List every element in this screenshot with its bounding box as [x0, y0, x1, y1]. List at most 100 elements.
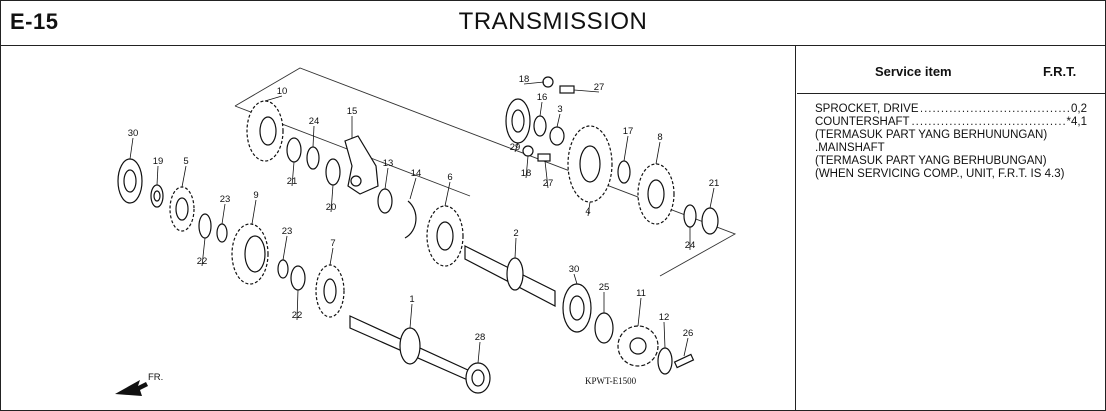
callout-label: 28: [475, 332, 486, 343]
callout-leader: [573, 89, 600, 93]
countershaft-2: [464, 245, 556, 307]
callout-label: 29: [510, 142, 521, 153]
callout-label: 23: [220, 194, 231, 205]
page-header: E-15 TRANSMISSION: [0, 0, 1106, 46]
service-note: (WHEN SERVICING COMP., UNIT, F.R.T. IS 4…: [815, 168, 1065, 180]
callout-label: 23: [282, 226, 293, 237]
gear-8: [637, 163, 675, 225]
callout-label: 8: [657, 132, 662, 143]
service-row-label: SPROCKET, DRIVE: [815, 103, 921, 115]
frt-heading: F.R.T.: [1043, 64, 1077, 79]
gear-7: [315, 264, 345, 318]
bearing-30-left: [117, 158, 143, 204]
service-row-value: *4,1: [1064, 116, 1087, 129]
gear-4: [567, 125, 613, 203]
service-note: (TERMASUK PART YANG BERHUNUNGAN): [815, 129, 1048, 141]
callout-label: 15: [347, 106, 358, 117]
callout-leader: [544, 160, 549, 189]
callout-leader: [129, 137, 134, 160]
service-row-label: COUNTERSHAFT: [815, 116, 912, 128]
callout-leader: [264, 95, 283, 102]
callout-label: 26: [683, 328, 694, 339]
callout-label: 7: [330, 238, 335, 249]
callout-leader: [514, 142, 519, 153]
callout-label: 16: [537, 92, 548, 103]
gear-5: [169, 186, 195, 232]
callout-leader: [683, 337, 689, 357]
nut-18-b: [522, 145, 534, 157]
callout-label: 12: [659, 312, 670, 323]
callout-leader: [709, 187, 715, 209]
callout-label: 25: [599, 282, 610, 293]
callout-label: 21: [287, 176, 298, 187]
collar-13: [377, 188, 393, 214]
service-body: ........................................…: [815, 103, 1087, 181]
callout-leader: [514, 237, 517, 259]
plate-12: [657, 347, 673, 375]
callout-leader: [663, 321, 666, 349]
callout-leader: [251, 199, 257, 225]
callout-label: 11: [636, 288, 646, 299]
diagram-part-number: KPWT-E1500: [585, 376, 637, 386]
collar-24-a: [306, 146, 320, 170]
callout-leader: [409, 177, 417, 200]
callout-label: 14: [411, 168, 422, 179]
washer-21-b: [701, 207, 719, 235]
bearing-29: [505, 98, 531, 144]
callout-leader: [181, 165, 187, 188]
callout-label: 19: [153, 156, 164, 167]
service-row-value: 0,2: [1069, 103, 1087, 116]
bushing-3: [549, 126, 565, 146]
callout-label: 17: [623, 126, 634, 137]
callout-leader: [477, 341, 481, 364]
callout-label: 2: [513, 228, 518, 239]
nut-18-a: [542, 76, 554, 88]
service-note: .MAINSHAFT: [815, 142, 885, 154]
callout-leader: [291, 161, 295, 187]
callout-label: 20: [326, 202, 337, 213]
callout-leader: [573, 273, 578, 285]
gear-6: [426, 205, 464, 267]
callout-leader: [556, 113, 561, 128]
callout-leader: [655, 141, 661, 165]
callout-leader: [312, 125, 315, 148]
shift-plate-15: [344, 135, 379, 195]
sprocket-11: [617, 325, 659, 367]
service-row: ........................................…: [815, 103, 1087, 116]
page-code: E-15: [10, 9, 59, 34]
gear-9: [231, 223, 269, 285]
callout-label: 10: [277, 86, 288, 97]
callout-label: 18: [519, 74, 530, 85]
callout-label: 27: [543, 178, 554, 189]
washer-22-a: [198, 213, 212, 239]
callout-label: 30: [128, 128, 139, 139]
callout-label: 1: [409, 294, 414, 305]
bearing-30-right: [562, 283, 592, 333]
callout-leader: [539, 101, 543, 117]
callout-leader: [282, 235, 288, 261]
callout-leader: [221, 203, 226, 225]
callout-label: 18: [521, 168, 532, 179]
callout-label: 22: [292, 310, 303, 321]
callout-label: 4: [585, 206, 590, 217]
callout-leader: [384, 167, 389, 190]
collar-24-b: [683, 204, 697, 228]
bearing-28: [465, 362, 491, 394]
callout-leader: [525, 155, 529, 179]
page-title: TRANSMISSION: [458, 8, 648, 35]
collar-23-a: [216, 223, 228, 243]
diagram-svg: FR. KPWT-E1500 3019523922232271024211520…: [115, 67, 737, 396]
washer-21-a: [286, 137, 302, 163]
callout-leader: [296, 289, 299, 321]
front-direction-arrow-icon: FR.: [115, 372, 163, 396]
snap-ring-14: [404, 200, 417, 239]
callout-label: 22: [197, 256, 208, 267]
bolt-26: [673, 353, 695, 369]
callout-label: 21: [709, 178, 720, 189]
washer-19: [150, 184, 164, 208]
gear-10: [246, 100, 284, 162]
callout-leader: [330, 184, 334, 213]
service-note: (TERMASUK PART YANG BERHUBUNGAN): [815, 155, 1047, 167]
